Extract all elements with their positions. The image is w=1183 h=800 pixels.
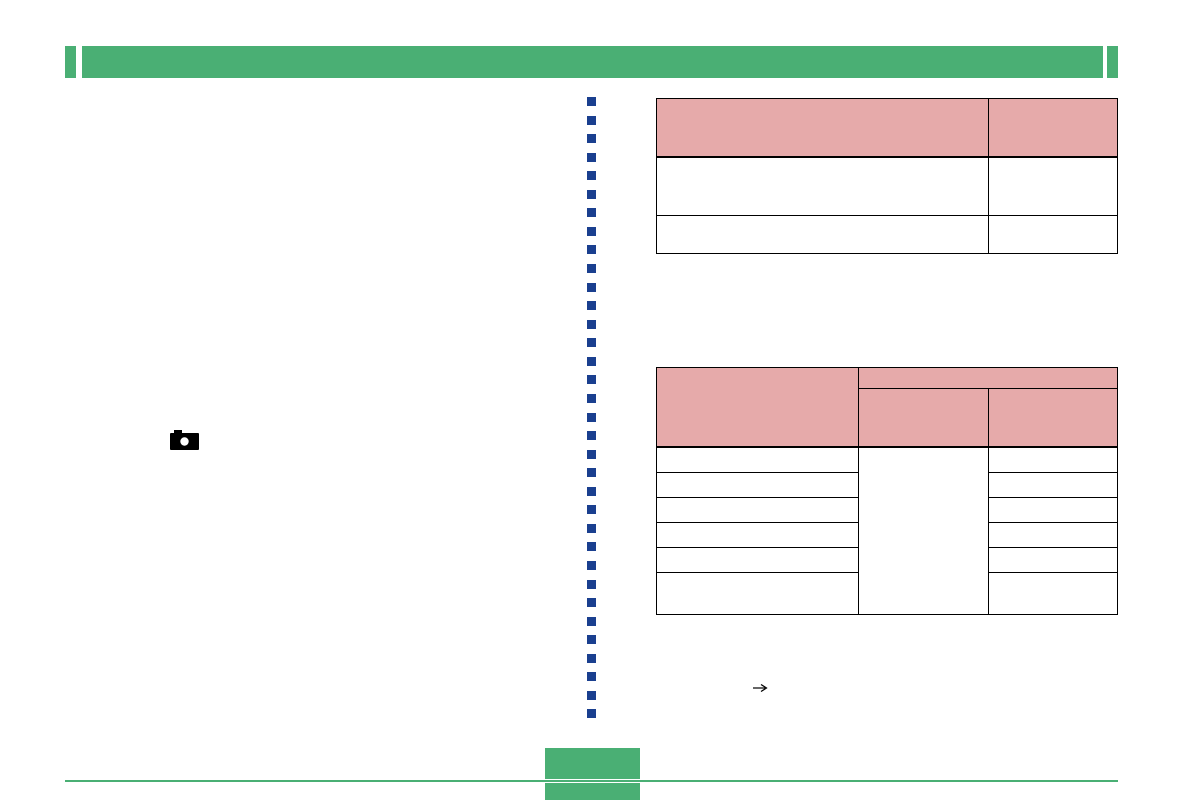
- header-bar-left-cap: [65, 46, 76, 78]
- divider-dot: [587, 450, 596, 459]
- table-header-row: [656, 367, 1118, 448]
- divider-dot: [587, 116, 596, 125]
- table-cell: [987, 572, 1118, 615]
- table-cell: [656, 472, 859, 498]
- divider-dot: [587, 190, 596, 199]
- table-header-cell: [987, 388, 1118, 448]
- table-cell: [656, 156, 989, 216]
- table-cell: [656, 497, 859, 523]
- divider-dot: [587, 487, 596, 496]
- divider-dot: [587, 617, 596, 626]
- divider-dot: [587, 691, 596, 700]
- table-header-cell: [988, 98, 1118, 158]
- divider-dot: [587, 134, 596, 143]
- divider-dot: [587, 245, 596, 254]
- arrow-right-icon: [752, 681, 768, 695]
- table-cell: [656, 446, 859, 473]
- divider-dot: [587, 283, 596, 292]
- table-row: [656, 572, 1118, 615]
- table-cell: [987, 446, 1118, 473]
- table-cell: [988, 215, 1118, 254]
- divider-dot: [587, 672, 596, 681]
- table-cell: [656, 215, 989, 254]
- divider-dot: [587, 580, 596, 589]
- table-2: [656, 367, 1118, 615]
- divider-dot: [587, 635, 596, 644]
- divider-dot: [587, 264, 596, 273]
- table-header-row: [656, 98, 1118, 158]
- divider-dot: [587, 394, 596, 403]
- divider-dot: [587, 171, 596, 180]
- divider-dot: [587, 431, 596, 440]
- table-1: [656, 98, 1118, 254]
- camera-icon: [170, 430, 199, 450]
- divider-dot: [587, 338, 596, 347]
- table-subheader-row: [657, 388, 1118, 448]
- table-merged-cell: [858, 446, 989, 615]
- table-row: [656, 215, 1118, 254]
- header-bar-right-cap: [1107, 46, 1118, 78]
- table-cell: [656, 572, 859, 615]
- footer-line: [65, 780, 1118, 782]
- table-header-group-cell: [858, 367, 1118, 389]
- divider-dot: [587, 153, 596, 162]
- table-row: [656, 522, 1118, 548]
- table-cell: [656, 522, 859, 548]
- page-number-tab: [545, 748, 640, 779]
- divider-dot: [587, 598, 596, 607]
- table-cell: [987, 522, 1118, 548]
- table-cell: [656, 547, 859, 573]
- table-header-cell: [656, 367, 859, 448]
- divider-dot: [587, 505, 596, 514]
- divider-dot: [587, 208, 596, 217]
- divider-dot: [587, 413, 596, 422]
- divider-dot: [587, 542, 596, 551]
- table-cell: [987, 497, 1118, 523]
- column-divider: [587, 97, 596, 727]
- table-cell: [988, 156, 1118, 216]
- divider-dot: [587, 301, 596, 310]
- table-header-cell: [858, 388, 989, 448]
- divider-dot: [587, 357, 596, 366]
- divider-dot: [587, 97, 596, 106]
- table-header-cell: [656, 98, 989, 158]
- page-number-tab-base: [545, 783, 640, 800]
- divider-dot: [587, 227, 596, 236]
- divider-dot: [587, 709, 596, 718]
- table-cell: [987, 472, 1118, 498]
- table-row: [656, 156, 1118, 216]
- table-row: [656, 547, 1118, 573]
- header-bar: [82, 46, 1103, 78]
- divider-dot: [587, 468, 596, 477]
- divider-dot: [587, 524, 596, 533]
- table-cell: [987, 547, 1118, 573]
- divider-dot: [587, 375, 596, 384]
- divider-dot: [587, 320, 596, 329]
- divider-dot: [587, 561, 596, 570]
- divider-dot: [587, 654, 596, 663]
- table-row: [656, 446, 1118, 615]
